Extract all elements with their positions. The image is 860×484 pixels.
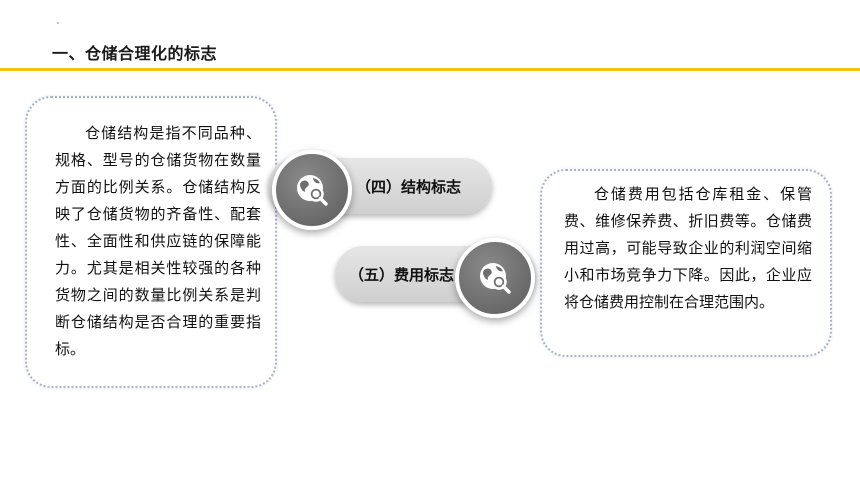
- cost-description-card: 仓储费用包括仓库租金、保管费、维修保养费、折旧费等。仓储费用过高，可能导致企业的…: [540, 169, 832, 357]
- structure-description-card: 仓储结构是指不同品种、规格、型号的仓储货物在数量方面的比例关系。仓储结构反映了仓…: [25, 96, 277, 388]
- cost-label: （五）费用标志: [349, 265, 455, 284]
- globe-search-icon: [272, 150, 352, 230]
- structure-label: （四）结构标志: [356, 177, 462, 196]
- globe-search-icon: [455, 238, 535, 318]
- page-title: 一、仓储合理化的标志: [52, 44, 218, 63]
- structure-description-text: 仓储结构是指不同品种、规格、型号的仓储货物在数量方面的比例关系。仓储结构反映了仓…: [55, 124, 261, 358]
- decorative-dot: [57, 22, 59, 24]
- title-underline: [0, 68, 860, 71]
- cost-description-text: 仓储费用包括仓库租金、保管费、维修保养费、折旧费等。仓储费用过高，可能导致企业的…: [564, 185, 812, 311]
